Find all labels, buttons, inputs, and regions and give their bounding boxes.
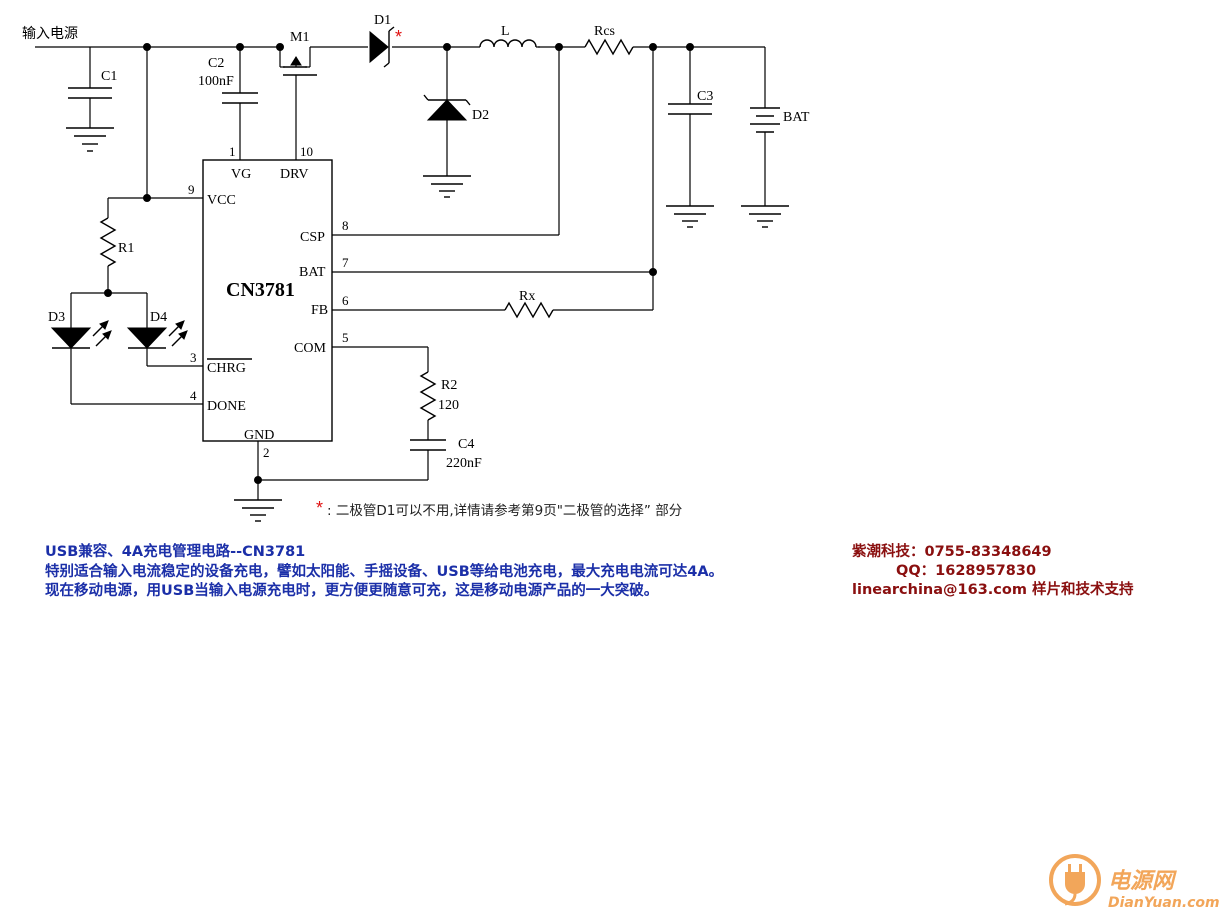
watermark-logo bbox=[1049, 854, 1101, 906]
pin-number-10: 10 bbox=[300, 144, 313, 159]
pin-number-6: 6 bbox=[342, 293, 349, 308]
watermark-name: 电源网 bbox=[1108, 869, 1177, 894]
c4-label: C4 bbox=[458, 437, 474, 452]
capacitor-c1: C1 bbox=[66, 47, 117, 152]
pin-vcc-label: VCC bbox=[207, 193, 236, 208]
note-marker: * bbox=[316, 498, 323, 518]
pin-done-label: DONE bbox=[207, 399, 246, 414]
diode-d1: D1 * bbox=[369, 13, 402, 68]
c1-label: C1 bbox=[101, 69, 117, 84]
resistor-r2: R2 120 bbox=[419, 371, 459, 440]
d1-label: D1 bbox=[374, 13, 391, 28]
d4-label: D4 bbox=[150, 310, 167, 325]
pin-drv-label: DRV bbox=[280, 167, 308, 182]
pin-number-9: 9 bbox=[188, 182, 195, 197]
chip-right-wiring bbox=[332, 47, 654, 372]
diode-note: : 二极管D1可以不用,详情请参考第9页"二极管的选择” 部分 bbox=[327, 502, 682, 519]
pin-number-4: 4 bbox=[190, 388, 197, 403]
ground-network bbox=[234, 441, 428, 522]
pin-number-1: 1 bbox=[229, 144, 236, 159]
pin-bat-label: BAT bbox=[299, 265, 326, 280]
capacitor-c4: C4 220nF bbox=[410, 437, 482, 480]
input-power-label: 输入电源 bbox=[22, 26, 78, 42]
c4-value: 220nF bbox=[446, 456, 482, 471]
pin-vg-label: VG bbox=[231, 167, 251, 182]
rx-label: Rx bbox=[519, 289, 535, 304]
bat-label: BAT bbox=[783, 110, 810, 125]
pin-fb-label: FB bbox=[311, 303, 328, 318]
pin-number-2: 2 bbox=[263, 445, 270, 460]
led-d4: D4 bbox=[126, 293, 203, 367]
resistor-r1: R1 bbox=[99, 197, 147, 293]
watermark-domain: DianYuan.com bbox=[1108, 895, 1220, 911]
r1-label: R1 bbox=[118, 241, 134, 256]
pin-number-8: 8 bbox=[342, 218, 349, 233]
c3-label: C3 bbox=[697, 89, 713, 104]
capacitor-c2: C2 100nF bbox=[198, 47, 258, 160]
d2-label: D2 bbox=[472, 108, 489, 123]
pin-csp-label: CSP bbox=[300, 230, 325, 245]
battery-bat: BAT bbox=[741, 47, 810, 228]
pin-number-7: 7 bbox=[342, 255, 349, 270]
inductor-l: L bbox=[479, 24, 540, 48]
chip-cn3781: CN3781 VG DRV VCC CSP BAT FB COM CHRG DO… bbox=[188, 144, 349, 460]
d1-note-marker: * bbox=[395, 27, 402, 47]
pin-number-3: 3 bbox=[190, 350, 197, 365]
chip-name: CN3781 bbox=[226, 279, 295, 301]
pin-gnd-label: GND bbox=[244, 428, 274, 443]
pin-number-5: 5 bbox=[342, 330, 349, 345]
description-line-3: 现在移动电源，用USB当输入电源充电时，更方便更随意可充，这是移动电源产品的一大… bbox=[45, 583, 659, 599]
diode-d2: D2 bbox=[423, 47, 489, 198]
c2-value: 100nF bbox=[198, 74, 234, 89]
led-d3: D3 bbox=[48, 293, 203, 405]
c2-label: C2 bbox=[208, 56, 224, 71]
pin-com-label: COM bbox=[294, 341, 326, 356]
contact-email: linearchina@163.com 样片和技术支持 bbox=[852, 582, 1134, 598]
capacitor-c3: C3 bbox=[666, 47, 714, 228]
r2-label: R2 bbox=[441, 378, 457, 393]
inductor-label: L bbox=[501, 24, 510, 39]
resistor-rx: Rx bbox=[504, 289, 554, 319]
r2-value: 120 bbox=[438, 398, 459, 413]
m1-label: M1 bbox=[290, 30, 309, 45]
description-line-2: 特别适合输入电流稳定的设备充电，譬如太阳能、手摇设备、USB等给电池充电，最大充… bbox=[45, 564, 724, 580]
junction-dots bbox=[104, 43, 694, 484]
mosfet-m1: M1 bbox=[279, 30, 317, 160]
resistor-rcs: Rcs bbox=[584, 24, 634, 56]
pin-chrg-label: CHRG bbox=[207, 361, 246, 376]
d3-label: D3 bbox=[48, 310, 65, 325]
description-line-1: USB兼容、4A充电管理电路--CN3781 bbox=[45, 544, 306, 560]
contact-company-phone: 紫潮科技：0755-83348649 bbox=[852, 544, 1052, 560]
contact-qq: QQ：1628957830 bbox=[896, 563, 1037, 579]
rcs-label: Rcs bbox=[594, 24, 615, 39]
